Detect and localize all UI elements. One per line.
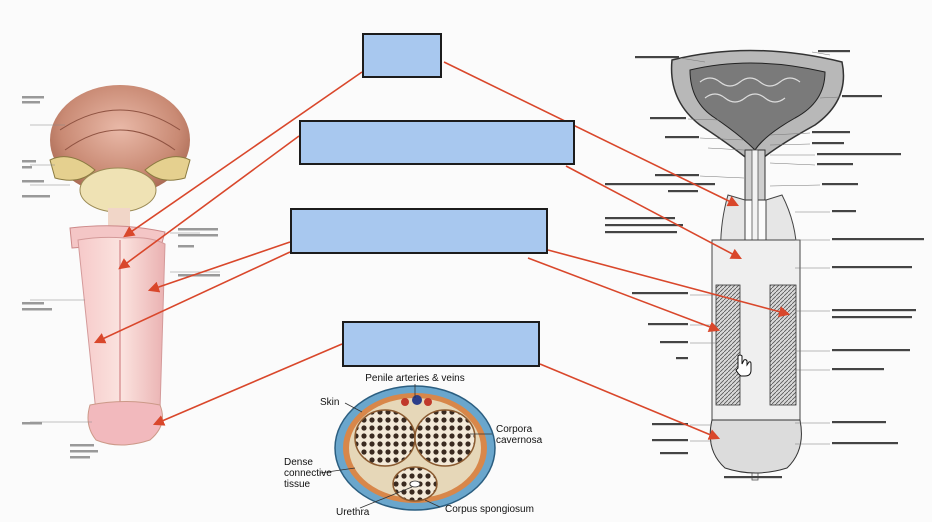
hand-cursor-icon	[735, 354, 752, 377]
label-corpora-cavernosa-line: cavernosa	[496, 435, 543, 446]
blank-label-box-3[interactable]	[290, 208, 548, 254]
pointer-line	[565, 165, 742, 260]
prostate-shape	[79, 167, 157, 213]
blank-label-box-2[interactable]	[299, 120, 575, 165]
label-corpora-cavernosa-line: Corpora	[496, 424, 533, 435]
pointer-line	[527, 257, 721, 333]
cross-section: Penile arteries & veins Skin Corpora cav…	[284, 373, 543, 518]
pointer-line	[147, 241, 291, 293]
left-shaft-shape	[77, 236, 166, 417]
label-urethra: Urethra	[336, 507, 370, 518]
label-skin: Skin	[320, 397, 339, 408]
pointer-line	[123, 71, 363, 238]
label-corpus-spongiosum: Corpus spongiosum	[445, 504, 534, 515]
label-dense-connective: Dense connective tissue	[284, 457, 335, 490]
pointer-line	[539, 363, 721, 440]
label-corpora-cavernosa: Corpora cavernosa	[496, 424, 543, 446]
pointer-lines	[93, 61, 791, 440]
blank-label-box-1[interactable]	[362, 33, 442, 78]
right-glans-shape	[709, 419, 802, 474]
left-glans-shape	[87, 401, 163, 446]
label-dense-connective-line: Dense	[284, 457, 313, 468]
label-dense-connective-line: tissue	[284, 479, 311, 490]
label-penile-arteries: Penile arteries & veins	[365, 373, 465, 384]
label-dense-connective-line: connective	[284, 468, 332, 479]
left-illustration	[22, 85, 220, 459]
pointer-line	[547, 249, 791, 318]
pointer-line	[118, 135, 300, 270]
pointer-line	[443, 61, 740, 207]
pointer-line	[93, 251, 291, 344]
blank-label-box-4[interactable]	[342, 321, 540, 367]
right-illustration	[605, 49, 924, 481]
pointer-line	[152, 343, 343, 426]
